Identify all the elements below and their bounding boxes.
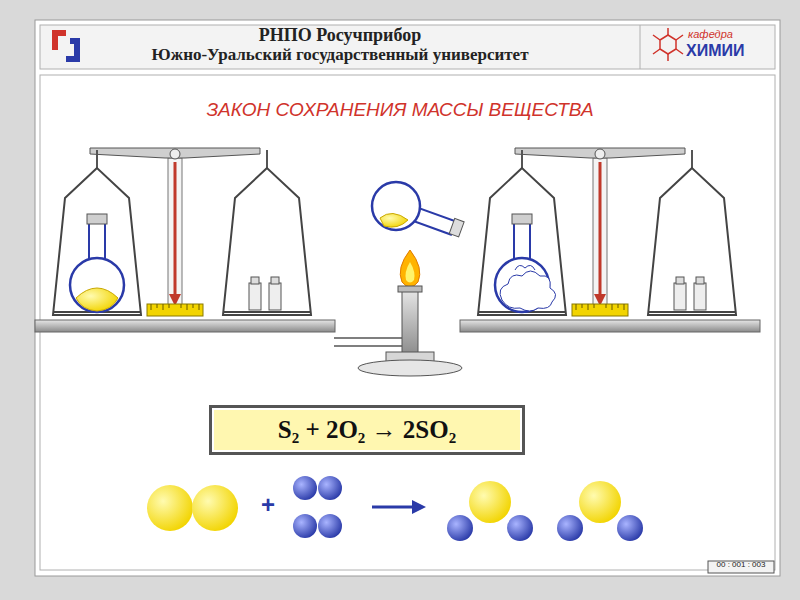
equation-text: S₂ + 2O₂ → 2SO₂ bbox=[278, 416, 456, 444]
department-caption: кафедра bbox=[688, 28, 733, 40]
plus-sign: + bbox=[261, 492, 275, 518]
organization-name: РНПО Росучприбор bbox=[259, 26, 421, 46]
equation-box: S₂ + 2O₂ → 2SO₂ bbox=[209, 405, 525, 455]
slide-title: ЗАКОН СОХРАНЕНИЯ МАССЫ ВЕЩЕСТВА bbox=[206, 99, 593, 121]
department-name: ХИМИИ bbox=[686, 42, 745, 60]
university-name: Южно-Уральский государственный университ… bbox=[151, 46, 528, 65]
slide-number: 00 : 001 : 003 bbox=[717, 561, 766, 570]
